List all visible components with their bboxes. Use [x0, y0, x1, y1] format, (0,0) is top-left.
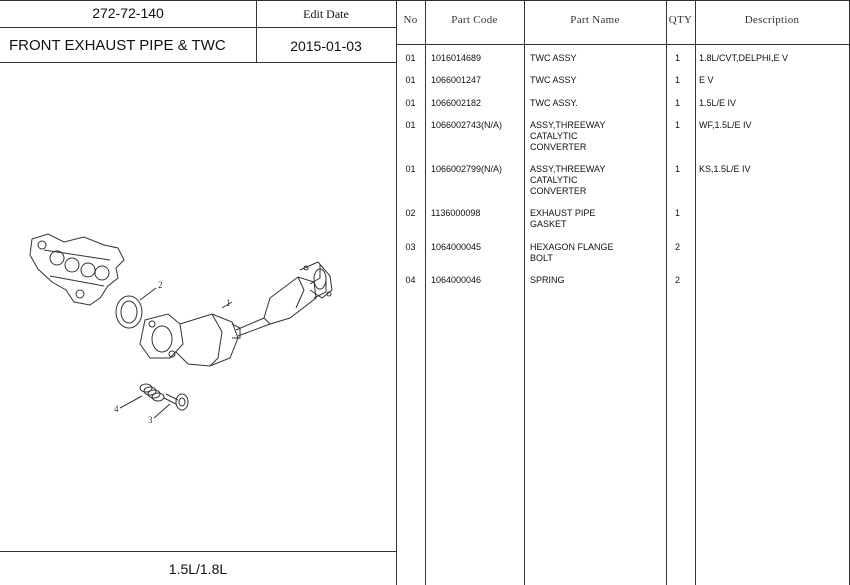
row-qty: 1 [674, 120, 680, 130]
callout-leader-1 [221, 301, 233, 309]
row-part-code: 1016014689 [431, 53, 482, 63]
row-part-code: 1066002743(N/A) [431, 120, 503, 130]
bolt-part [153, 393, 189, 419]
row-no: 01 [405, 53, 416, 63]
header-part-name: Part Name [570, 14, 620, 26]
row-part-code: 1136000098 [431, 208, 481, 218]
row-qty: 1 [674, 98, 680, 108]
row-description: WF,1.5L/E IV [699, 120, 752, 130]
row-part-code: 1066002799(N/A) [431, 164, 503, 174]
callout-4: 4 [114, 404, 119, 414]
row-part-code: 1064000045 [431, 242, 482, 252]
row-part-name: EXHAUST PIPE GASKET [530, 208, 596, 229]
row-qty: 2 [674, 242, 680, 252]
row-part-name: TWC ASSY. [530, 98, 578, 108]
callout-3: 3 [148, 415, 153, 425]
callout-leader-2 [139, 287, 157, 301]
row-qty: 1 [674, 53, 680, 63]
row-description: 1.8L/CVT,DELPHI,E V [699, 53, 789, 63]
exhaust-diagram: 1 2 3 4 [29, 233, 333, 425]
callout-2: 2 [158, 280, 163, 290]
row-no: 01 [405, 98, 416, 108]
exhaust-manifold [29, 233, 125, 306]
row-description: KS,1.5L/E IV [699, 164, 751, 174]
row-no: 04 [405, 275, 416, 285]
row-no: 02 [405, 208, 416, 218]
header-description: Description [744, 14, 800, 26]
row-no: 01 [405, 164, 416, 174]
catalytic-converter-part [139, 261, 333, 367]
gasket-part [115, 295, 143, 329]
row-part-name: TWC ASSY [530, 75, 577, 85]
row-no: 01 [405, 120, 416, 130]
callout-1: 1 [226, 298, 231, 308]
model-label: 1.5L/1.8L [168, 561, 228, 577]
row-qty: 1 [674, 75, 680, 85]
row-qty: 1 [674, 208, 680, 218]
page-title: FRONT EXHAUST PIPE & TWC [9, 37, 226, 54]
catalog-code: 272-72-140 [92, 5, 164, 21]
row-description: E V [699, 75, 714, 85]
edit-date-value: 2015-01-03 [290, 38, 362, 54]
row-description: 1.5L/E IV [699, 98, 737, 108]
row-part-name: ASSY,THREEWAY CATALYTIC CONVERTER [530, 120, 606, 152]
row-part-name: ASSY,THREEWAY CATALYTIC CONVERTER [530, 164, 606, 196]
row-qty: 2 [674, 275, 680, 285]
row-qty: 1 [674, 164, 680, 174]
spring-part [119, 383, 165, 409]
row-part-code: 1066002182 [431, 98, 482, 108]
header-qty: QTY [668, 14, 693, 26]
row-part-name: HEXAGON FLANGE BOLT [530, 242, 614, 263]
header-part-code: Part Code [451, 14, 498, 26]
row-part-code: 1066001247 [431, 75, 482, 85]
edit-date-label: Edit Date [303, 7, 349, 21]
row-no: 01 [405, 75, 416, 85]
row-part-name: TWC ASSY [530, 53, 577, 63]
row-part-name: SPRING [530, 275, 565, 285]
row-no: 03 [405, 242, 416, 252]
row-part-code: 1064000046 [431, 275, 482, 285]
header-no: No [403, 14, 418, 26]
